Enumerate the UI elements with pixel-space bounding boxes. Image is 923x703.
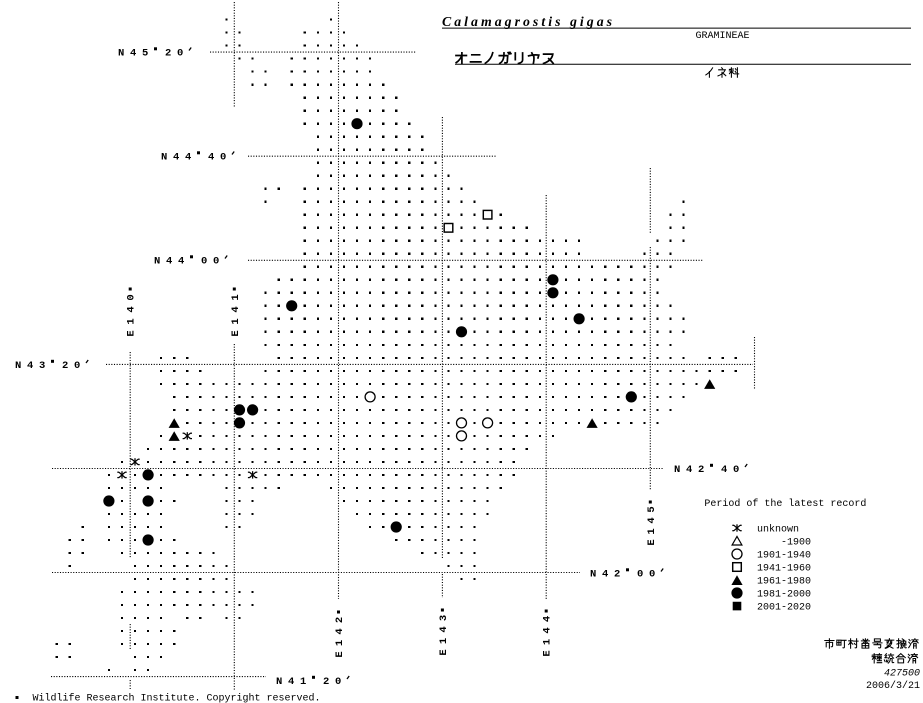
svg-text:2001-2020: 2001-2020 [757, 603, 811, 614]
svg-text:4: 4 [334, 628, 346, 634]
svg-text:1: 1 [542, 639, 554, 645]
svg-text:0: 0 [177, 48, 183, 60]
svg-text:1: 1 [646, 528, 658, 534]
svg-text:Calamagrostis gigas: Calamagrostis gigas [442, 14, 612, 29]
svg-text:N: N [161, 152, 167, 164]
svg-text:GRAMINEAE: GRAMINEAE [696, 31, 750, 42]
svg-text:Period of the latest record: Period of the latest record [704, 498, 866, 510]
svg-text:1: 1 [334, 640, 346, 646]
svg-text:E: E [230, 330, 242, 336]
svg-text:2: 2 [614, 569, 620, 581]
svg-text:-1900: -1900 [757, 538, 811, 549]
svg-text:3: 3 [438, 615, 450, 621]
svg-text:4: 4 [173, 152, 179, 164]
svg-text:2: 2 [62, 360, 68, 372]
svg-text:4: 4 [646, 517, 658, 523]
svg-text:0: 0 [201, 256, 207, 268]
svg-text:E: E [438, 649, 450, 655]
svg-text:N: N [118, 48, 124, 60]
svg-text:4: 4 [178, 256, 184, 268]
svg-text:4: 4 [166, 256, 172, 268]
svg-text:5: 5 [142, 48, 148, 60]
svg-text:2: 2 [698, 464, 704, 476]
svg-text:4: 4 [230, 306, 242, 312]
svg-text:0: 0 [213, 256, 219, 268]
svg-text:2: 2 [334, 617, 346, 623]
svg-text:1: 1 [126, 318, 138, 324]
svg-text:5: 5 [646, 506, 658, 512]
svg-text:3: 3 [39, 360, 45, 372]
svg-text:2: 2 [323, 676, 329, 688]
svg-text:1941-1960: 1941-1960 [757, 564, 811, 575]
svg-text:0: 0 [126, 294, 138, 300]
svg-text:E: E [334, 651, 346, 657]
svg-text:Wildlife Research Institute. C: Wildlife Research Institute. Copyright r… [33, 693, 321, 703]
svg-text:4: 4 [27, 360, 33, 372]
svg-text:E: E [126, 330, 138, 336]
svg-text:1: 1 [438, 638, 450, 644]
svg-text:unknown: unknown [757, 524, 799, 536]
svg-text:0: 0 [335, 676, 341, 688]
svg-text:4: 4 [602, 569, 608, 581]
svg-text:4: 4 [126, 306, 138, 312]
svg-text:N: N [590, 569, 596, 581]
svg-text:N: N [154, 256, 160, 268]
svg-text:0: 0 [649, 569, 655, 581]
svg-text:N: N [276, 676, 282, 688]
svg-text:1901-1940: 1901-1940 [757, 551, 811, 562]
svg-text:4: 4 [130, 48, 136, 60]
svg-text:4: 4 [208, 152, 214, 164]
svg-text:4: 4 [288, 676, 294, 688]
svg-text:4: 4 [438, 626, 450, 632]
svg-text:0: 0 [74, 360, 80, 372]
svg-text:2: 2 [165, 48, 171, 60]
svg-text:1: 1 [230, 294, 242, 300]
svg-text:0: 0 [733, 464, 739, 476]
svg-text:1: 1 [230, 318, 242, 324]
svg-text:1961-1980: 1961-1980 [757, 577, 811, 588]
svg-text:4: 4 [686, 464, 692, 476]
svg-text:N: N [674, 464, 680, 476]
svg-text:0: 0 [637, 569, 643, 581]
svg-text:2006/3/21: 2006/3/21 [866, 680, 920, 692]
svg-text:4: 4 [542, 627, 554, 633]
svg-text:E: E [646, 539, 658, 545]
svg-text:E: E [542, 650, 554, 656]
svg-text:4: 4 [185, 152, 191, 164]
svg-text:427500: 427500 [884, 669, 920, 680]
svg-text:1981-2000: 1981-2000 [757, 590, 811, 601]
svg-text:4: 4 [542, 616, 554, 622]
svg-text:1: 1 [300, 676, 306, 688]
svg-text:4: 4 [721, 464, 727, 476]
svg-text:0: 0 [220, 152, 226, 164]
svg-text:N: N [15, 360, 21, 372]
